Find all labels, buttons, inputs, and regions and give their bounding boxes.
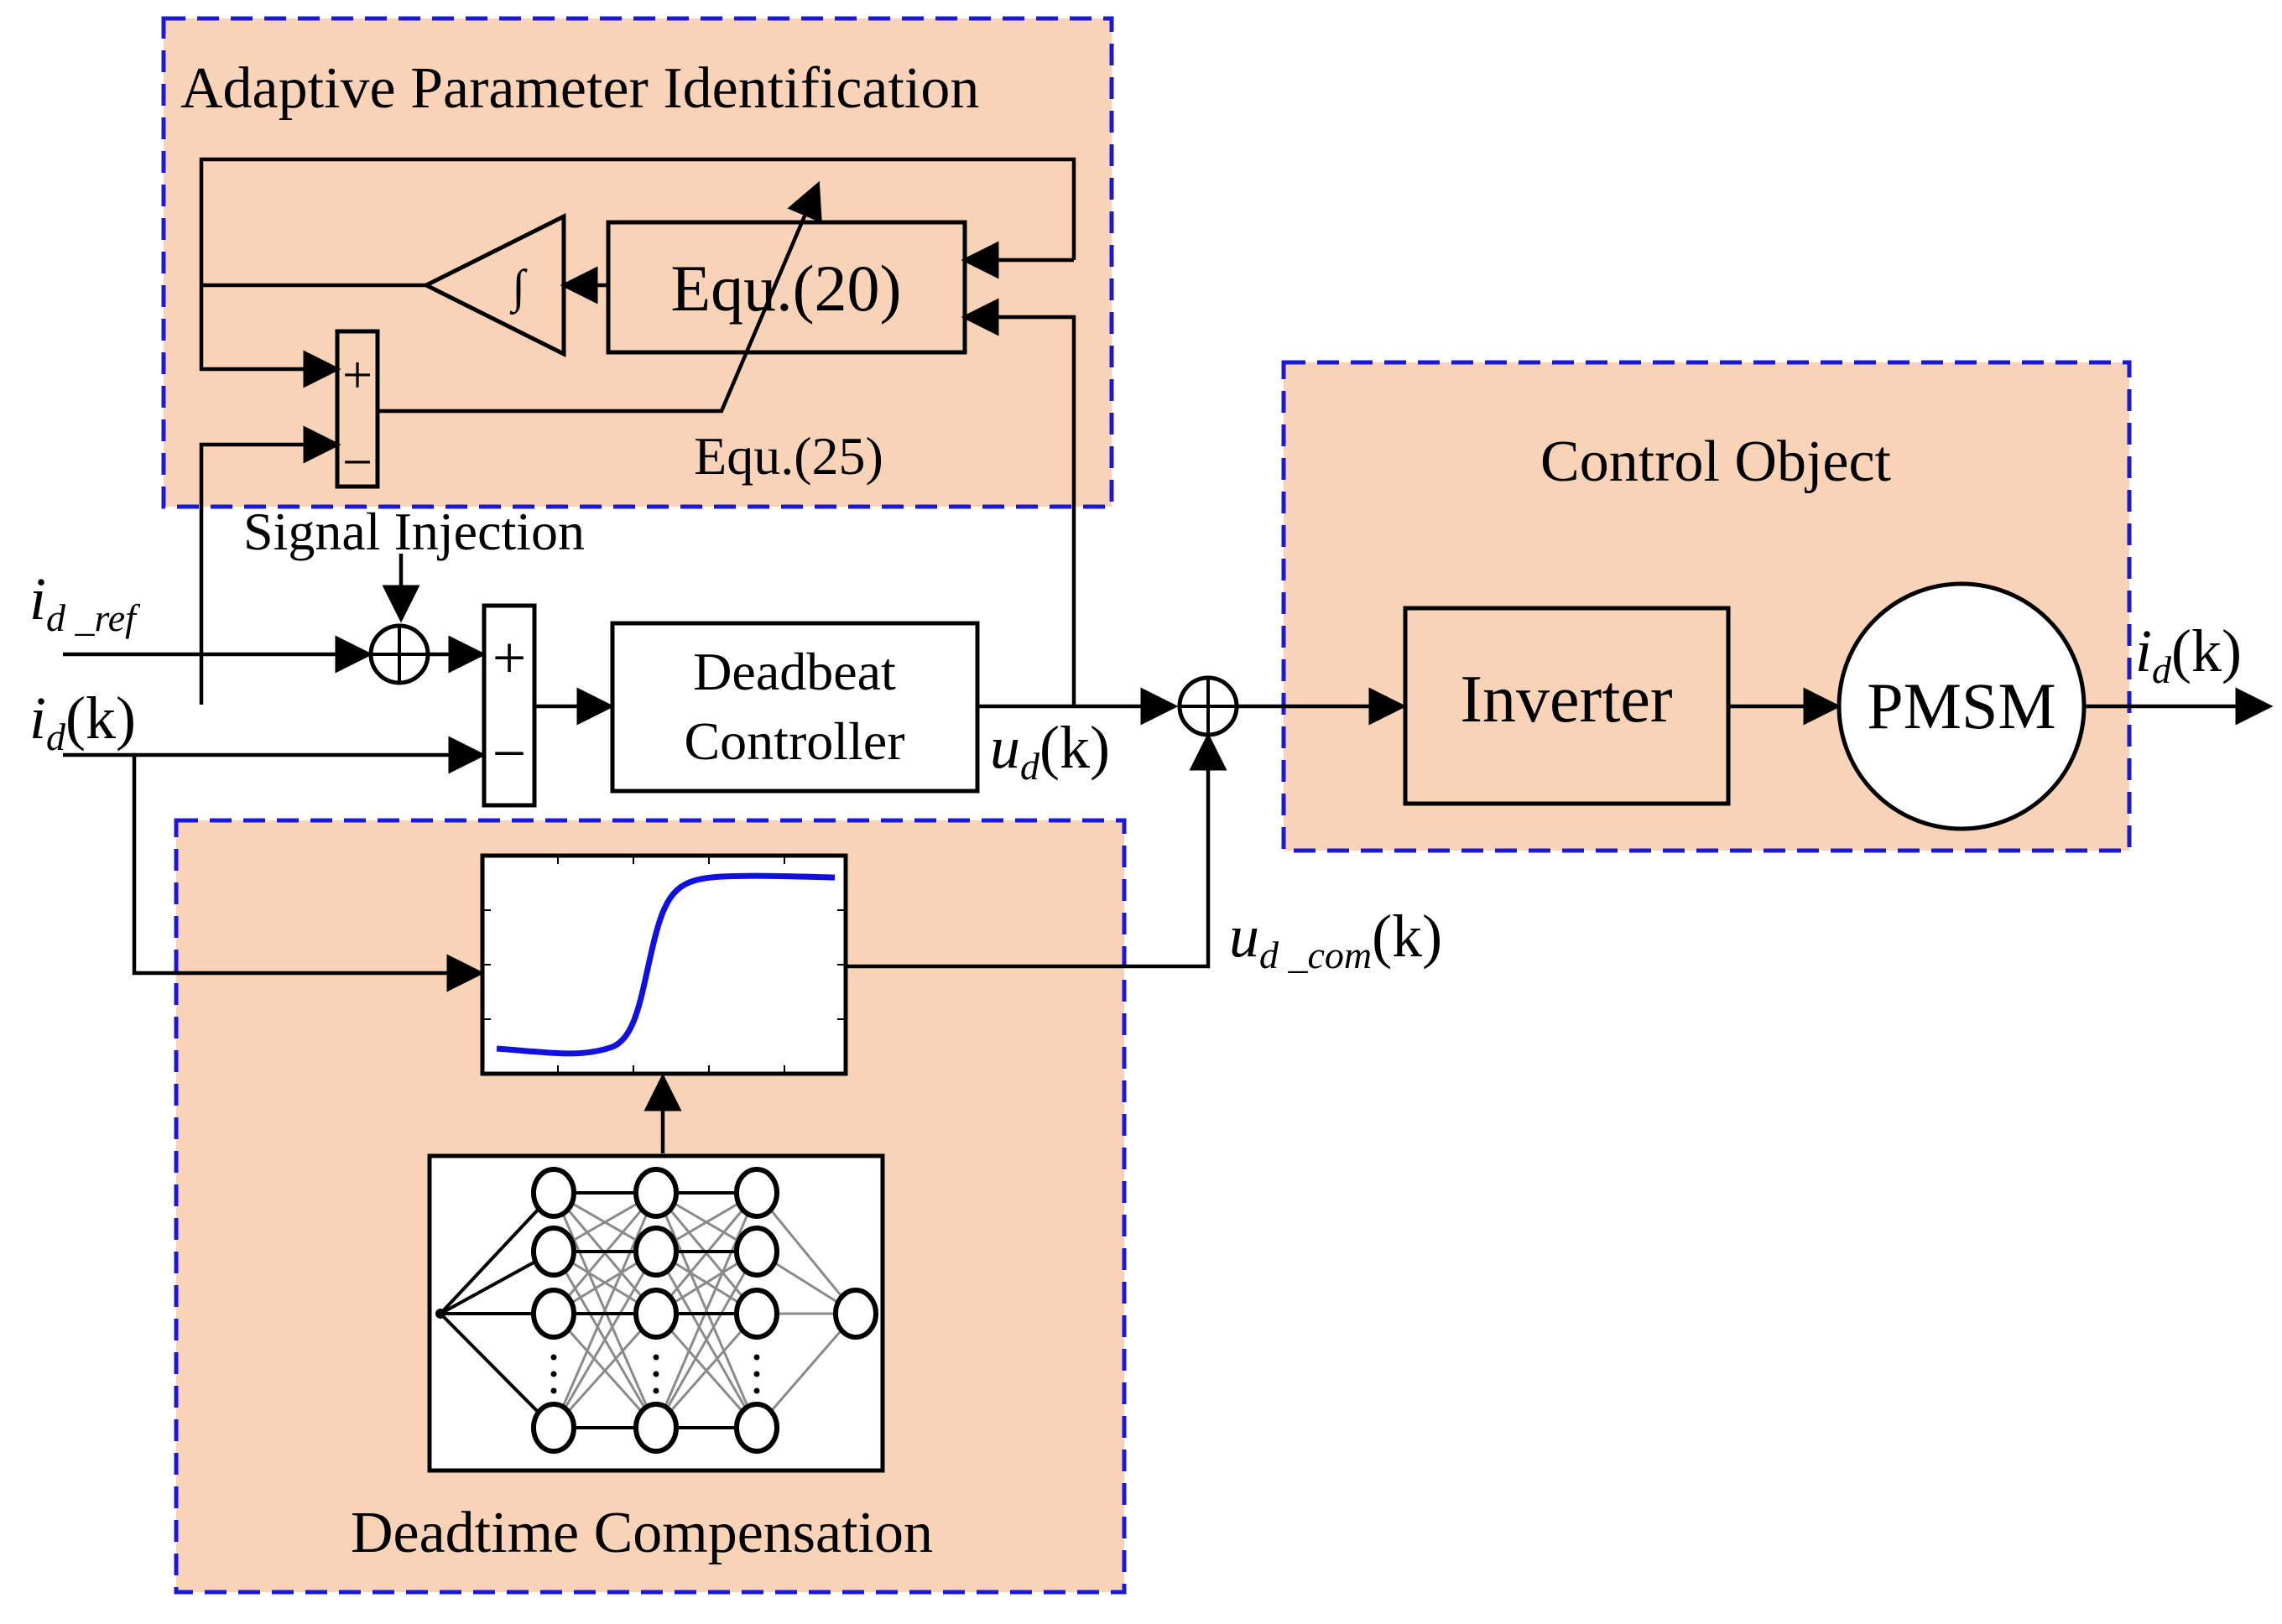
adaptive-comparator-minus: −	[342, 432, 373, 492]
id-k-input-label: id(k)	[29, 684, 136, 758]
equ20-block	[606, 220, 967, 355]
control-object-title: Control Object	[1540, 429, 1892, 494]
adaptive-comparator	[335, 329, 380, 489]
main-comparator-minus: −	[492, 720, 527, 787]
sigmoid-plot-ticks	[482, 856, 846, 1074]
ud-com-k-label: ud _com(k)	[1229, 903, 1442, 976]
id-k-output-label: id(k)	[2135, 617, 2242, 691]
sigmoid-plot-box	[480, 853, 848, 1076]
equ25-label: Equ.(25)	[694, 426, 883, 486]
ud-k-label: ud(k)	[990, 714, 1110, 788]
main-comparator-plus: +	[492, 624, 527, 691]
adaptive-group-title: Adaptive Parameter Identification	[180, 56, 979, 121]
output-summing-junction	[1177, 675, 1239, 737]
inverter-label: Inverter	[1460, 663, 1672, 737]
sigmoid-curve-icon	[496, 872, 836, 1057]
injection-summing-junction	[368, 623, 430, 685]
main-comparator	[482, 603, 537, 808]
deadbeat-controller-line2: Controller	[684, 711, 904, 771]
pmsm-label: PMSM	[1867, 669, 2055, 742]
svg-text:∫: ∫	[509, 261, 528, 315]
adaptive-comparator-plus: +	[342, 345, 373, 404]
deadtime-group-title: Deadtime Compensation	[351, 1501, 933, 1565]
neural-network-icon	[435, 1167, 878, 1454]
id-ref-label: id _ref	[29, 565, 141, 639]
deadbeat-controller-line1: Deadbeat	[693, 642, 896, 701]
adaptive-group-box	[161, 16, 1114, 509]
signal-injection-label: Signal Injection	[243, 502, 585, 561]
